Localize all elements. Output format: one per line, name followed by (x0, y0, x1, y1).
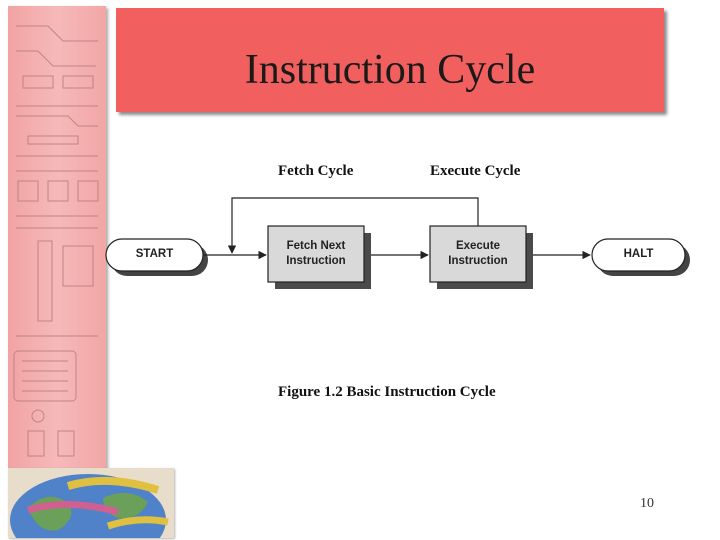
figure-caption: Figure 1.2 Basic Instruction Cycle (278, 384, 496, 400)
fetch-box (267, 225, 371, 289)
fetch-cycle-label: Fetch Cycle (278, 163, 354, 179)
start-terminal (105, 238, 208, 276)
page-number: 10 (640, 496, 654, 511)
circuit-pattern-icon (13, 25, 99, 457)
globe-icon (10, 474, 169, 538)
title-banner: Instruction Cycle (116, 8, 664, 112)
halt-terminal (591, 238, 690, 276)
halt-label: HALT (623, 248, 654, 260)
decorative-sidebar (8, 6, 106, 468)
execute-box-label: Execute Instruction (430, 239, 526, 269)
loop-back-arrow (227, 197, 479, 254)
fetch-label-line2: Instruction (286, 255, 346, 267)
slide-title: Instruction Cycle (244, 47, 536, 93)
execute-label-line1: Execute (455, 240, 501, 252)
execute-label-line2: Instruction (448, 255, 508, 267)
instruction-cycle-diagram: Fetch Cycle Execute Cycle START Fetch Ne… (100, 150, 700, 420)
globe-logo (8, 468, 174, 538)
execute-cycle-label: Execute Cycle (430, 163, 521, 179)
fetch-box-label: Fetch Next Instruction (268, 239, 364, 269)
execute-box (429, 225, 533, 289)
diagram-graphics (105, 197, 690, 289)
fetch-label-line1: Fetch Next (286, 240, 346, 252)
start-label: START (135, 248, 174, 260)
